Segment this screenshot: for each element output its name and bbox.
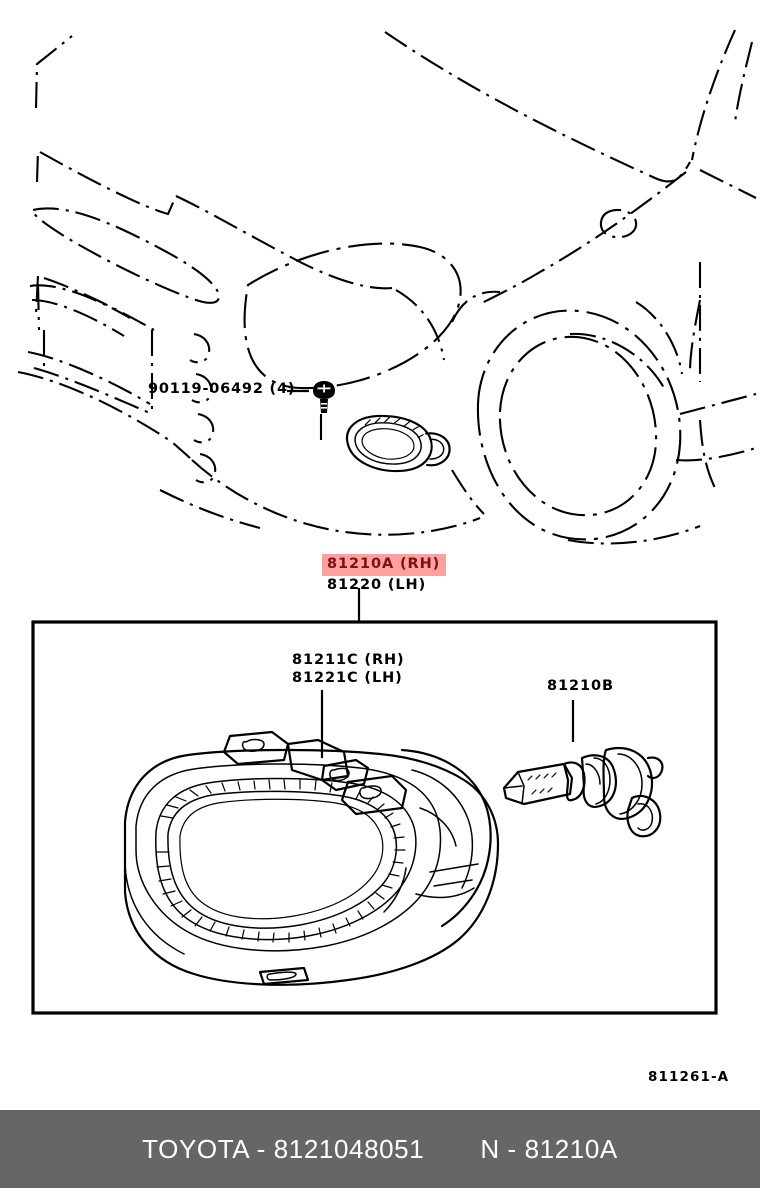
fog-lamp-bulb-illustration: [502, 746, 664, 838]
assembly-lh-part-number: 81220 (LH): [327, 577, 427, 594]
lens-lh-part-number: 81221C (LH): [292, 670, 403, 687]
screw-bolt-icon: [313, 381, 335, 413]
footer-bar: TOYOTA - 8121048051 N - 81210A: [0, 1110, 760, 1188]
detail-box-frame: [31, 620, 718, 1015]
fog-lamp-in-vehicle: [345, 414, 451, 473]
fog-lamp-assembly-illustration: [123, 730, 500, 986]
lens-rh-part-number: 81211C (RH): [292, 652, 405, 668]
vehicle-front-outline: [17, 29, 757, 545]
technical-drawing-canvas: .ph { fill:none; stroke:#000; stroke-wid…: [17, 29, 757, 1015]
footer-brand-part-number: TOYOTA - 8121048051: [142, 1133, 425, 1164]
footer-node-part-number: N - 81210A: [480, 1133, 618, 1164]
bulb-callout-label: 81210B: [547, 678, 614, 694]
highlighted-part-number: 81210A (RH): [322, 554, 447, 577]
figure-reference-number: 811261-A: [648, 1069, 730, 1085]
lens-callout-label: 81211C (RH) 81221C (LH): [292, 652, 405, 687]
fastener-callout-label: 90119-06492 (4): [148, 381, 296, 397]
assembly-callout-label: 81210A (RH) 81220 (LH): [322, 554, 447, 594]
